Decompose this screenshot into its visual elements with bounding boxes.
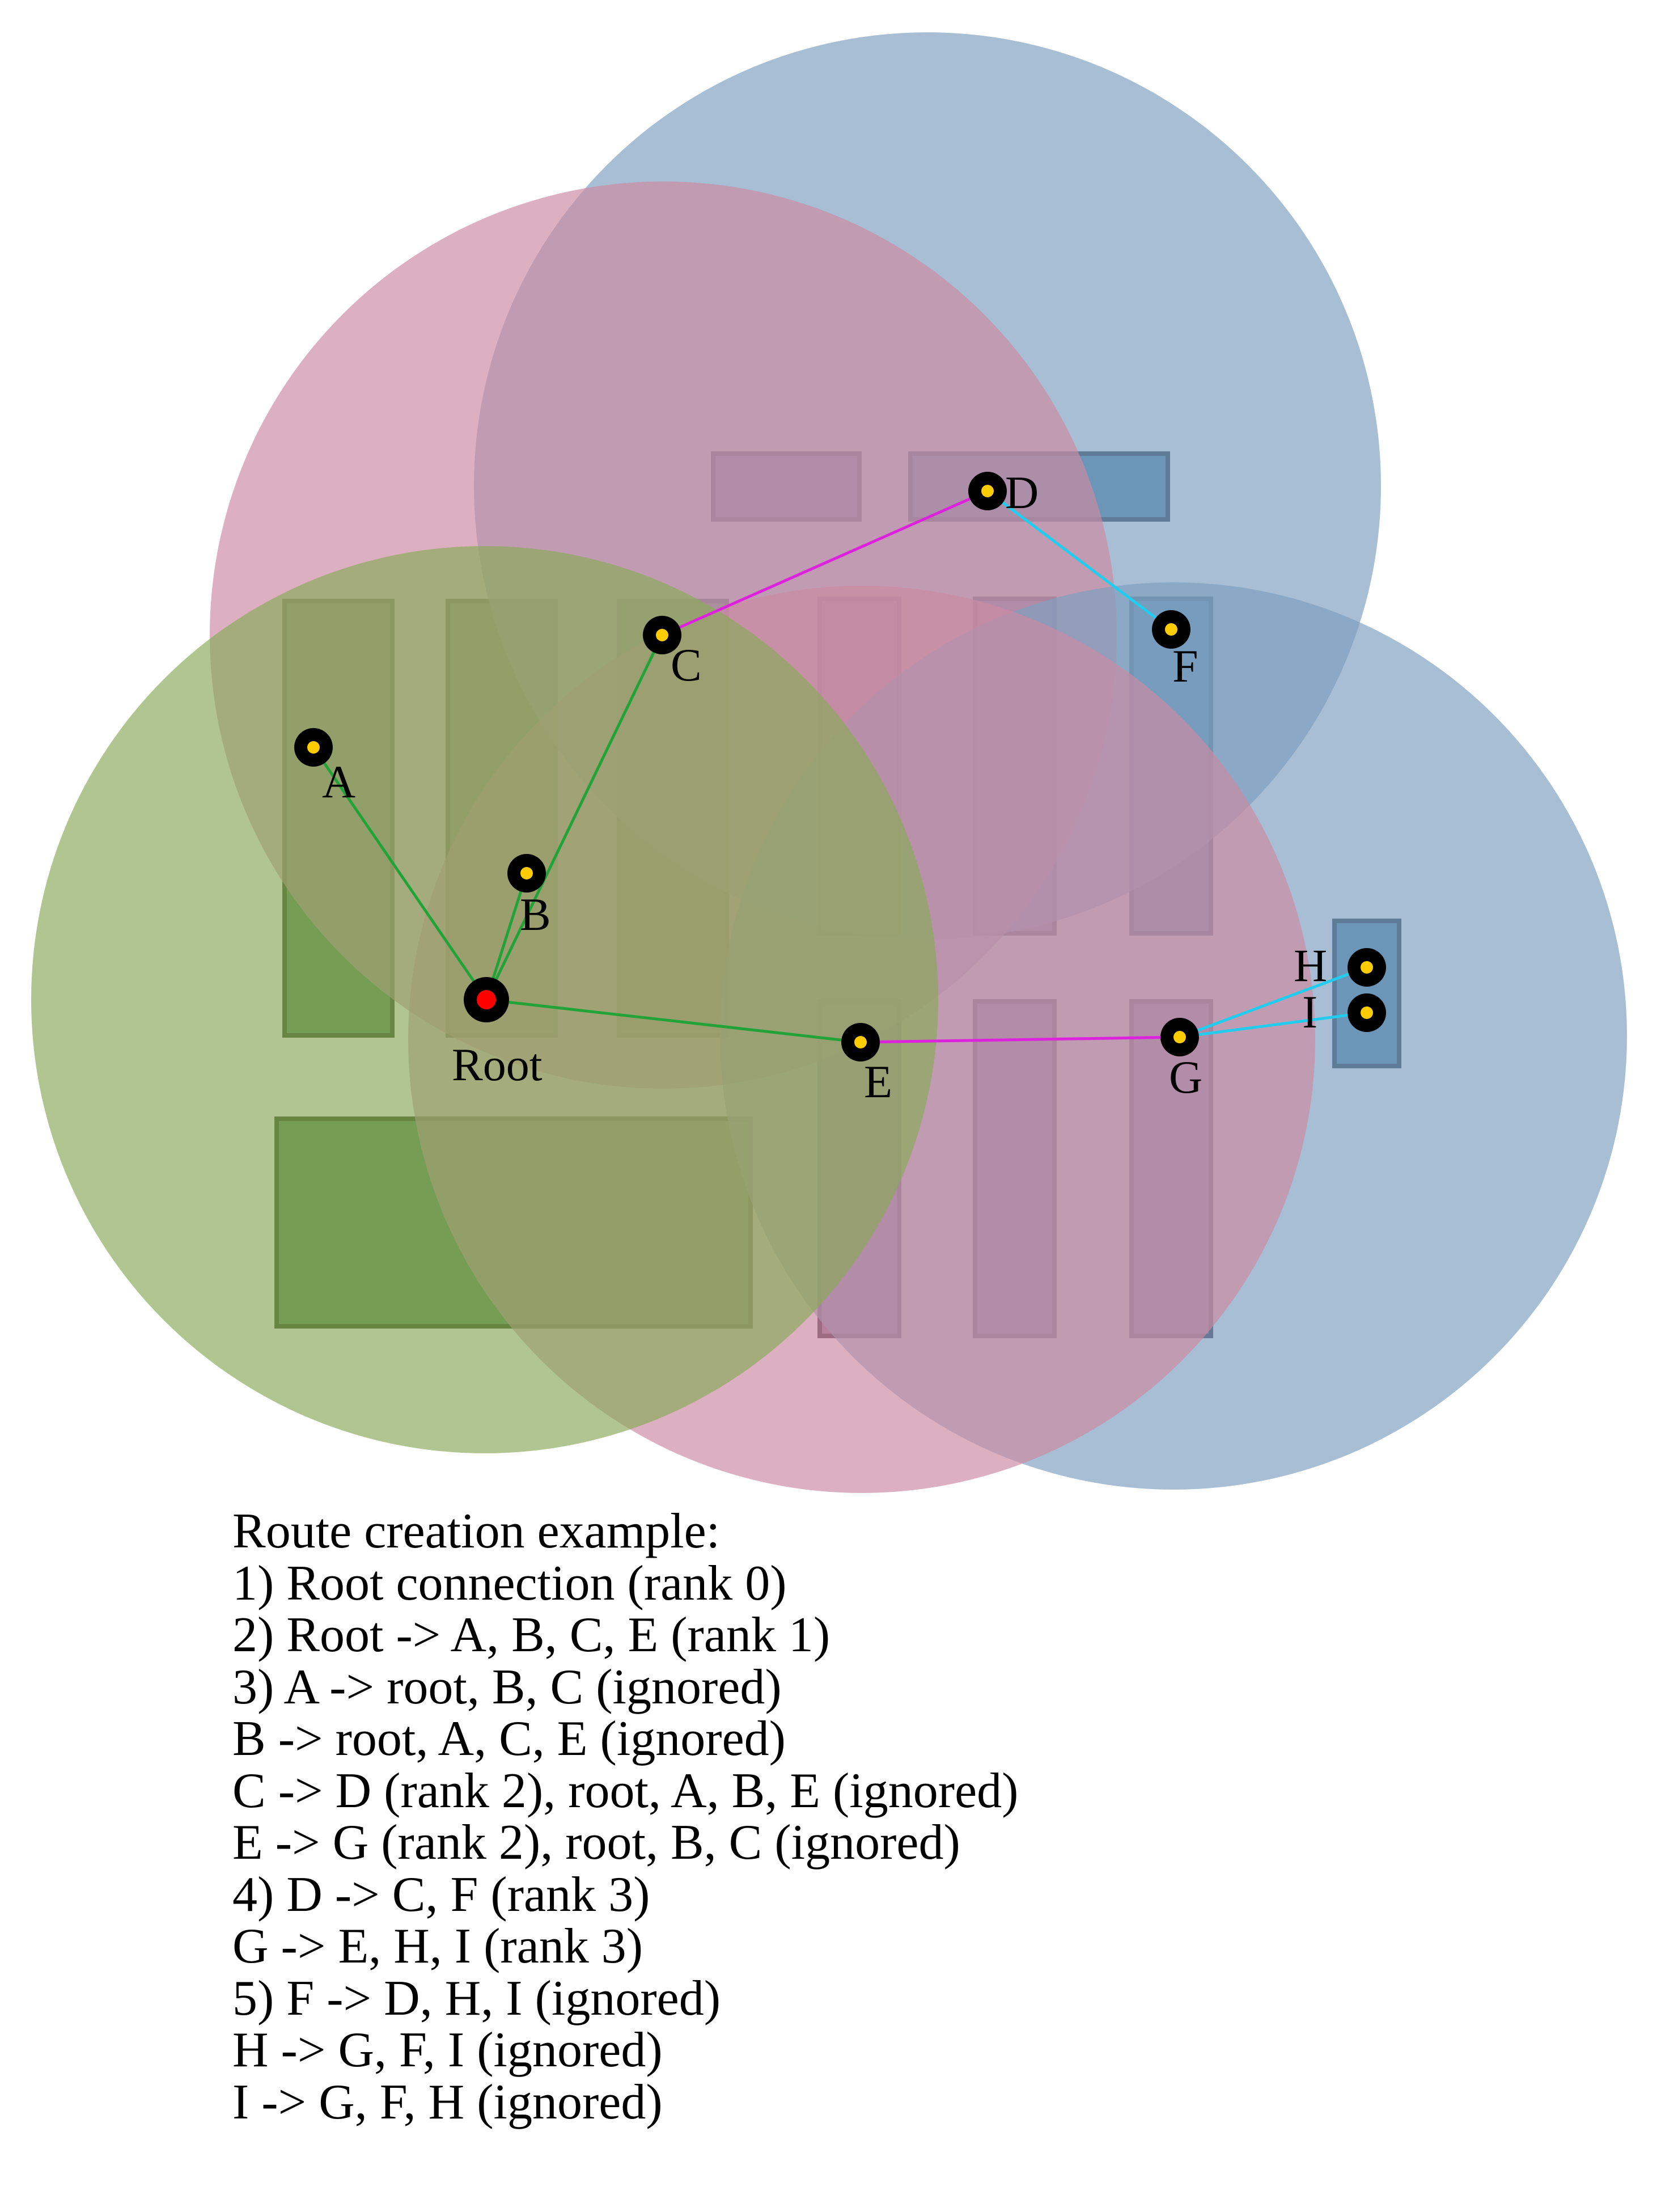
route-diagram: Root A B C D E F G H I (31, 32, 1627, 1493)
caption-line: H -> G, F, I (ignored) (232, 2023, 663, 2078)
node-label-root: Root (452, 1039, 543, 1090)
node-label-i: I (1302, 986, 1317, 1038)
link-root-e (486, 998, 861, 1044)
node-labels: Root A B C D E F G H I (322, 467, 1327, 1107)
node-center-e (854, 1036, 867, 1048)
range-circles (31, 32, 1627, 1493)
node-center-root (477, 990, 496, 1009)
caption-line: 3) A -> root, B, C (ignored) (232, 1659, 782, 1715)
link-d-f (986, 490, 1172, 631)
caption-line: 2) Root -> A, B, C, E (rank 1) (232, 1608, 830, 1663)
node-center-g (1173, 1031, 1186, 1043)
node-label-d: D (1005, 467, 1039, 518)
link-g-i (1179, 1011, 1367, 1039)
node-label-e: E (864, 1056, 892, 1107)
node-center-c (656, 629, 668, 641)
node-center-a (307, 741, 320, 754)
node-center-d (981, 485, 994, 497)
caption-title: Route creation example: (232, 1504, 721, 1559)
caption-line: 4) D -> C, F (rank 3) (232, 1867, 650, 1922)
link-root-a (312, 746, 488, 1001)
caption-line: G -> E, H, I (rank 3) (232, 1919, 643, 1974)
nodes (294, 472, 1386, 1061)
caption-line: E -> G (rank 2), root, B, C (ignored) (232, 1815, 960, 1870)
node-center-h (1361, 961, 1373, 974)
node-label-c: C (671, 639, 702, 691)
link-root-c (485, 634, 664, 1001)
node-center-b (520, 867, 533, 879)
caption-line: C -> D (rank 2), root, A, B, E (ignored) (232, 1763, 1019, 1818)
link-c-d (661, 489, 989, 637)
link-g-h (1179, 966, 1367, 1039)
route-caption: Route creation example: 1) Root connecti… (232, 1505, 1593, 2128)
node-label-a: A (322, 756, 355, 807)
node-label-f: F (1172, 640, 1198, 692)
link-e-g (860, 1035, 1180, 1044)
node-center-i (1361, 1006, 1373, 1019)
node-label-h: H (1294, 940, 1327, 991)
node-label-b: B (520, 889, 551, 940)
caption-line: I -> G, F, H (ignored) (232, 2074, 663, 2130)
node-label-g: G (1169, 1051, 1202, 1103)
caption-line: 1) Root connection (rank 0) (232, 1555, 787, 1611)
node-center-f (1165, 623, 1177, 636)
route-links (312, 489, 1367, 1044)
caption-line: B -> root, A, C, E (ignored) (232, 1711, 786, 1766)
caption-line: 5) F -> D, H, I (ignored) (232, 1970, 721, 2026)
